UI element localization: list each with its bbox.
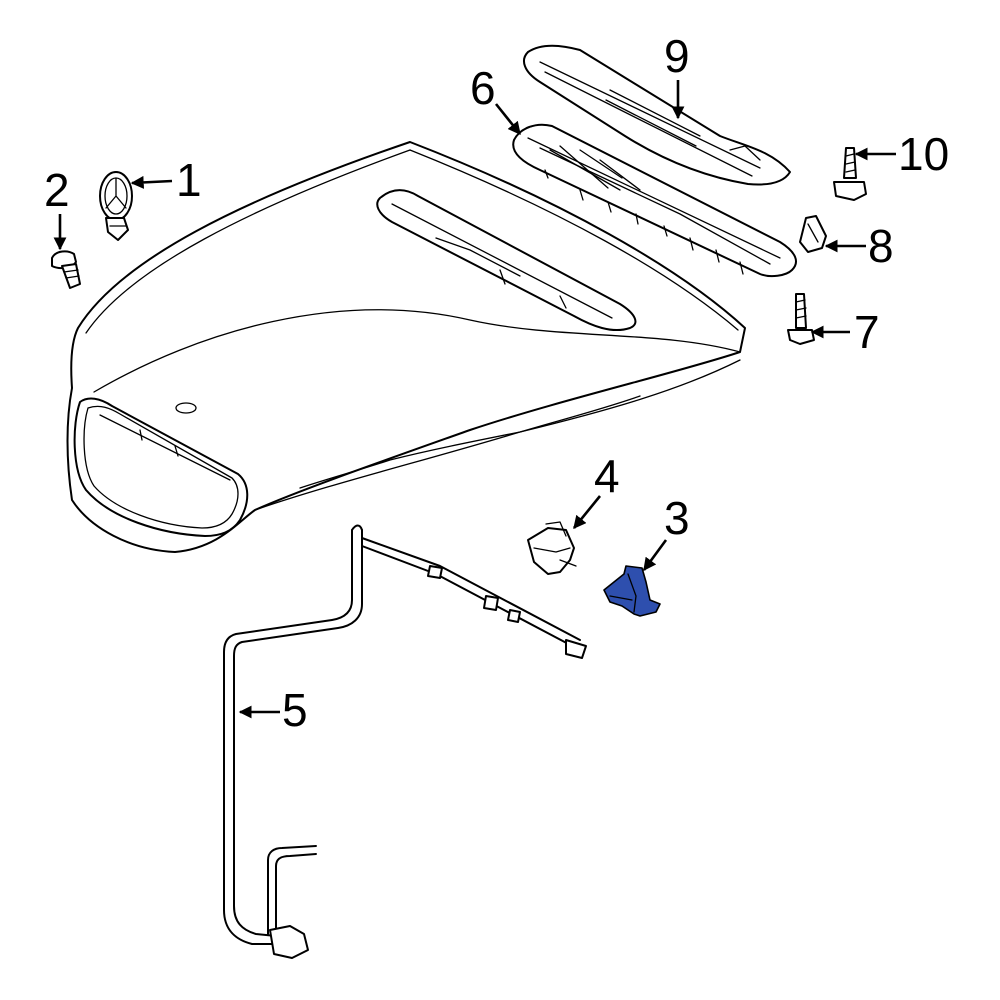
callout-8: 8 — [868, 220, 894, 272]
callout-4: 4 — [594, 450, 620, 502]
part-8-clip — [799, 215, 827, 253]
part-5-release-cable — [223, 524, 587, 959]
part-7-screw — [787, 293, 815, 345]
part-6-vent-grille — [512, 123, 797, 278]
part-10-bolt — [833, 147, 867, 201]
callout-2: 2 — [44, 164, 70, 216]
callout-10: 10 — [898, 128, 949, 180]
callout-7: 7 — [854, 306, 880, 358]
callout-arrows — [53, 80, 896, 719]
hood-panel — [66, 141, 746, 553]
callout-6: 6 — [470, 62, 496, 114]
callout-3: 3 — [664, 492, 690, 544]
callout-1: 1 — [176, 154, 202, 206]
part-4-latch — [527, 521, 577, 575]
part-2-screw — [51, 250, 81, 289]
part-1-emblem — [99, 171, 133, 241]
callout-5: 5 — [282, 684, 308, 736]
part-3-latch-highlighted — [603, 565, 661, 617]
callout-9: 9 — [664, 30, 690, 82]
part-9-vent-cover — [523, 44, 791, 186]
